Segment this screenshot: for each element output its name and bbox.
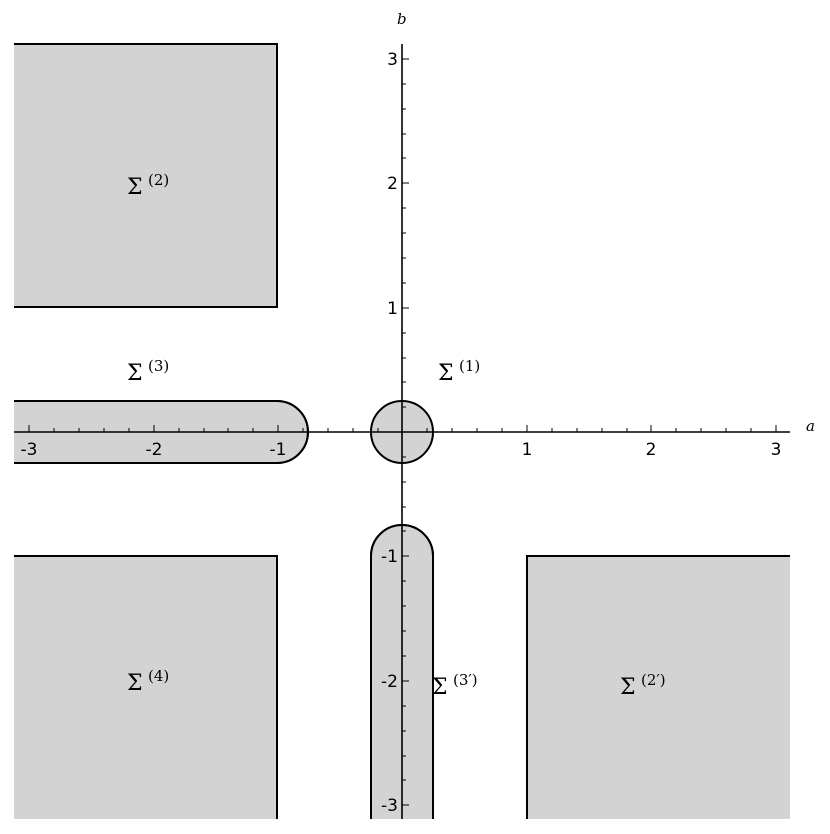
y-tick-label: 2 xyxy=(387,174,398,194)
sigma-symbol: Σ xyxy=(432,675,448,700)
region-superscript: (2) xyxy=(148,171,169,189)
x-ticks xyxy=(28,425,777,432)
region-label-sigma-4: Σ (4) xyxy=(127,667,169,696)
sigma-symbol: Σ xyxy=(438,361,454,386)
region-label-sigma-3: Σ (3) xyxy=(127,357,169,386)
sigma-symbol: Σ xyxy=(127,175,143,200)
region-superscript: (4) xyxy=(148,667,169,685)
y-axis-label: b xyxy=(397,10,407,28)
region-superscript: (3) xyxy=(148,357,169,375)
region-label-sigma-2: Σ (2) xyxy=(127,171,169,200)
x-tick-label: -2 xyxy=(146,440,163,460)
x-tick-label: -1 xyxy=(270,440,287,460)
region-label-sigma-2-prime: Σ (2′) xyxy=(620,671,666,700)
region-label-sigma-3-prime: Σ (3′) xyxy=(432,671,478,700)
x-tick-label: 1 xyxy=(522,440,533,460)
x-axis-label: a xyxy=(806,417,815,435)
sigma-symbol: Σ xyxy=(620,675,636,700)
x-tick-label: 2 xyxy=(646,440,657,460)
y-tick-label: -2 xyxy=(381,672,398,692)
region-superscript: (3′) xyxy=(453,671,478,689)
region-superscript: (1) xyxy=(459,357,480,375)
y-tick-label: -3 xyxy=(381,796,398,816)
region-superscript: (2′) xyxy=(641,671,666,689)
axes xyxy=(14,44,790,819)
y-ticks xyxy=(402,58,409,806)
x-tick-labels: -3 -2 -1 1 2 3 xyxy=(21,440,782,460)
sigma-symbol: Σ xyxy=(127,361,143,386)
y-tick-label: 1 xyxy=(387,299,398,319)
x-tick-label: -3 xyxy=(21,440,38,460)
y-tick-label: -1 xyxy=(381,547,398,567)
y-tick-label: 3 xyxy=(387,50,398,70)
sigma-symbol: Σ xyxy=(127,671,143,696)
y-tick-labels: 3 2 1 -1 -2 -3 xyxy=(381,50,398,816)
region-label-sigma-1: Σ (1) xyxy=(438,357,480,386)
x-tick-label: 3 xyxy=(771,440,782,460)
